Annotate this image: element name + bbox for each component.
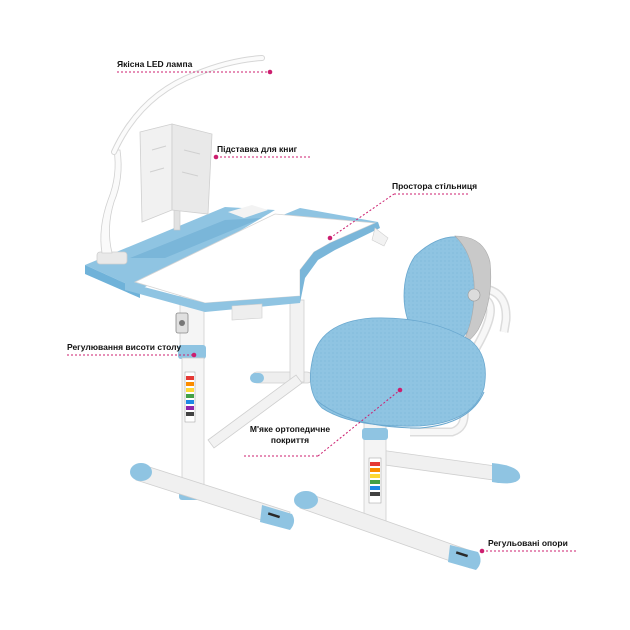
led-lamp xyxy=(96,55,265,265)
callout-dot-book-stand xyxy=(213,154,219,160)
desk-cross-brace xyxy=(207,374,303,449)
callout-dot-desktop xyxy=(327,235,333,241)
desk-height-knob xyxy=(175,312,189,334)
callout-label-desktop: Простора стільниця xyxy=(392,181,478,191)
callout-dot-seat xyxy=(397,387,403,393)
callout-lines xyxy=(67,69,578,554)
callout-label-seat-line2: покриття xyxy=(270,434,310,445)
chair-back-foot xyxy=(377,449,521,484)
desk-back-column xyxy=(289,299,305,383)
callout-label-seat-line1: М'яке ортопедичне xyxy=(249,424,331,434)
callout-label-led-lamp: Якісна LED лампа xyxy=(117,59,193,69)
callout-label-feet: Регульовані опори xyxy=(488,538,568,548)
callout-dot-height-adjust xyxy=(191,352,197,358)
chair-backrest xyxy=(403,235,492,346)
desk-height-scale xyxy=(184,371,196,423)
chair-seat xyxy=(309,317,486,429)
chair-front-foot xyxy=(294,491,481,570)
callout-dot-feet xyxy=(479,548,485,554)
callout-label-book-stand: Підставка для книг xyxy=(217,144,298,154)
desk-front-foot xyxy=(130,463,295,530)
chair-column xyxy=(362,421,388,523)
callout-line-desktop xyxy=(329,193,395,239)
callout-label-height-adjust: Регулювання висоти столу xyxy=(67,342,182,352)
desk-top xyxy=(85,205,389,321)
book-stand xyxy=(139,123,213,231)
callout-label-seat: М'яке ортопедичне покриття xyxy=(248,424,332,445)
callout-dot-led-lamp xyxy=(267,69,273,75)
